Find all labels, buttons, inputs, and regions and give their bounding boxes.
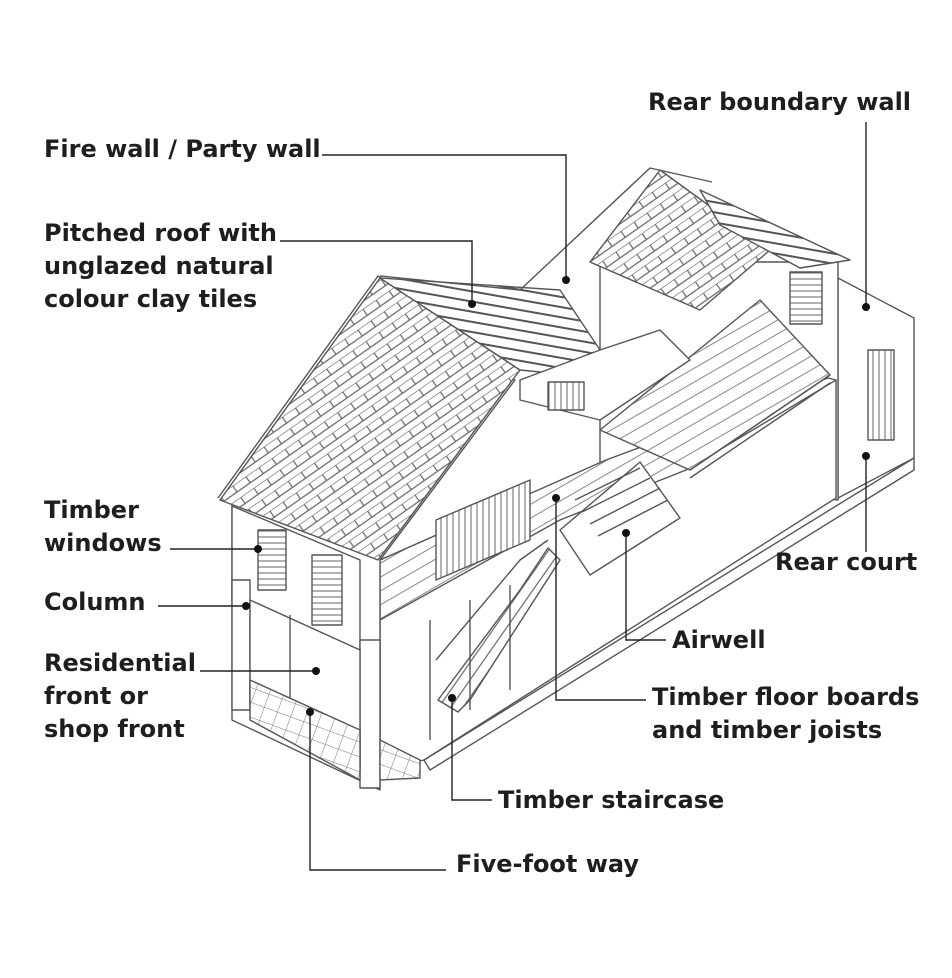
label-timber-windows-line1: Timber — [44, 496, 139, 524]
label-pitched-roof-line2: unglazed natural — [44, 252, 274, 280]
stair-screen — [435, 479, 531, 581]
labels: Rear boundary wall Fire wall / Party wal… — [44, 88, 919, 878]
five-foot-way-paving-2 — [379, 739, 421, 781]
label-residential-front-line1: Residential — [44, 649, 196, 677]
window-left — [257, 529, 287, 591]
dot-fire-wall — [562, 276, 570, 284]
airwell-joists — [574, 467, 669, 537]
window-right — [311, 554, 343, 626]
back-rafters — [699, 189, 851, 269]
label-column: Column — [44, 588, 146, 616]
leader-airwell — [625, 535, 666, 641]
rear-window — [789, 271, 823, 325]
leader-lines — [158, 122, 870, 871]
dot-airwell — [622, 529, 630, 537]
column-right — [359, 639, 381, 789]
dot-five-foot-way — [306, 708, 314, 716]
label-fire-wall: Fire wall / Party wall — [44, 135, 321, 163]
staircase — [437, 547, 561, 713]
leader-pitched-roof — [280, 240, 473, 302]
middle-window — [547, 381, 585, 411]
ground-posts — [429, 585, 511, 740]
dot-residential-front — [312, 667, 320, 675]
label-residential-front-line2: front or — [44, 682, 148, 710]
dot-timber-staircase — [448, 694, 456, 702]
column-left — [231, 579, 251, 711]
rear-joists — [689, 374, 831, 479]
dot-column — [242, 602, 250, 610]
label-pitched-roof-line3: colour clay tiles — [44, 285, 257, 313]
label-pitched-roof-line1: Pitched roof with — [44, 219, 277, 247]
five-foot-way-paving — [249, 679, 361, 781]
label-five-foot-way: Five-foot way — [456, 850, 639, 878]
dot-timber-windows — [254, 545, 262, 553]
dot-rear-court — [862, 452, 870, 460]
airwell-opening — [559, 461, 681, 576]
label-timber-floor-line1: Timber floor boards — [652, 683, 919, 711]
ground-plane — [423, 457, 915, 771]
rear-door — [867, 349, 895, 441]
leader-five-foot-way — [309, 714, 446, 871]
label-timber-staircase: Timber staircase — [498, 786, 724, 814]
label-airwell: Airwell — [672, 626, 766, 654]
dot-timber-floor — [552, 494, 560, 502]
label-rear-court: Rear court — [775, 548, 917, 576]
label-timber-windows-line2: windows — [44, 529, 162, 557]
leader-timber-floor — [555, 500, 646, 701]
fire-wall-parapet — [379, 167, 713, 291]
stair-rail — [435, 539, 549, 661]
label-rear-boundary-wall: Rear boundary wall — [648, 88, 911, 116]
shophouse-drawing — [217, 167, 915, 791]
leader-timber-staircase — [451, 700, 492, 801]
leader-fire-wall — [322, 154, 567, 278]
label-residential-front-line3: shop front — [44, 715, 185, 743]
dot-pitched-roof — [468, 300, 476, 308]
dot-rear-boundary-wall — [862, 303, 870, 311]
label-timber-floor-line2: and timber joists — [652, 716, 882, 744]
